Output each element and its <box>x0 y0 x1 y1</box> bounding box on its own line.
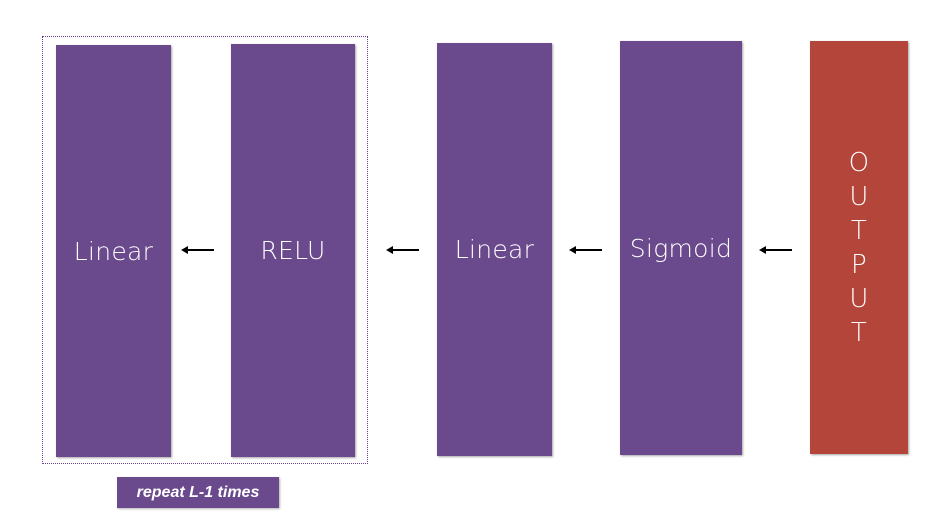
linear-block-1-label: Linear <box>73 236 154 266</box>
repeat-label: repeat L-1 times <box>117 477 279 508</box>
output-letter: T <box>850 215 868 246</box>
output-letter: O <box>848 147 870 178</box>
sigmoid-block: Sigmoid <box>620 41 742 455</box>
relu-block: RELU <box>231 44 355 457</box>
arrow-left-icon <box>181 246 214 254</box>
output-letter: T <box>850 317 868 348</box>
linear-block-2: Linear <box>437 43 552 456</box>
relu-block-label: RELU <box>260 236 326 265</box>
arrow-left-icon <box>759 246 792 254</box>
output-block: O U T P U T <box>810 41 908 454</box>
output-letter: U <box>849 181 869 212</box>
arrow-left-icon <box>569 246 602 254</box>
repeat-group-box <box>42 36 368 464</box>
arrow-left-icon <box>386 246 419 254</box>
linear-block-1: Linear <box>56 45 171 457</box>
output-letter: P <box>851 249 867 280</box>
sigmoid-block-label: Sigmoid <box>629 233 733 263</box>
output-block-label: O U T P U T <box>849 146 870 350</box>
output-letter: U <box>849 283 869 314</box>
linear-block-2-label: Linear <box>454 235 535 264</box>
